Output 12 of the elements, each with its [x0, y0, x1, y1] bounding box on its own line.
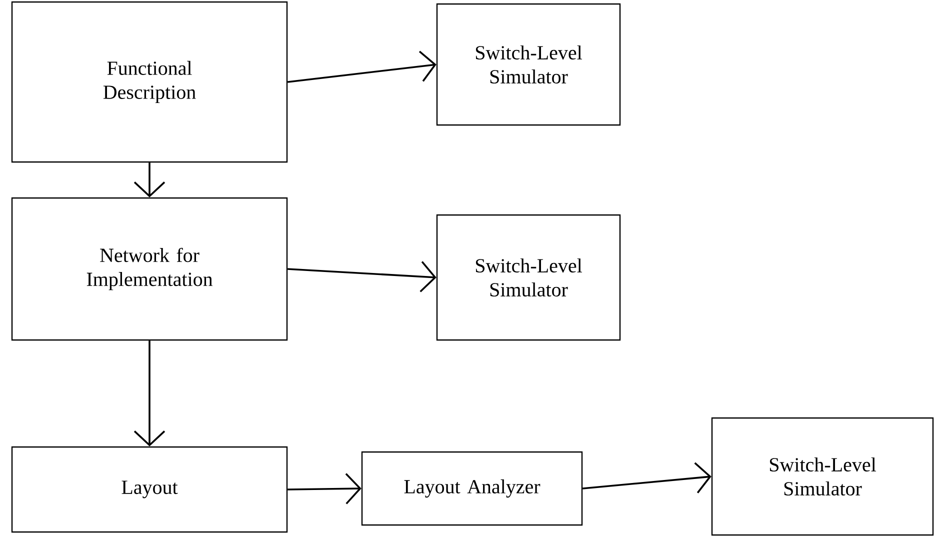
process-box: Switch-Level Simulator [436, 214, 621, 341]
process-box: Network for Implementation [11, 197, 288, 341]
arrow [288, 261, 436, 292]
process-box: Switch-Level Simulator [711, 417, 934, 536]
arrow [582, 462, 712, 494]
process-box: Switch-Level Simulator [436, 3, 621, 126]
process-box: Functional Description [11, 1, 288, 163]
arrow [288, 473, 362, 504]
arrow [288, 50, 436, 83]
process-box: Layout [11, 446, 288, 533]
arrow [134, 340, 166, 446]
process-box: Layout Analyzer [361, 451, 583, 526]
